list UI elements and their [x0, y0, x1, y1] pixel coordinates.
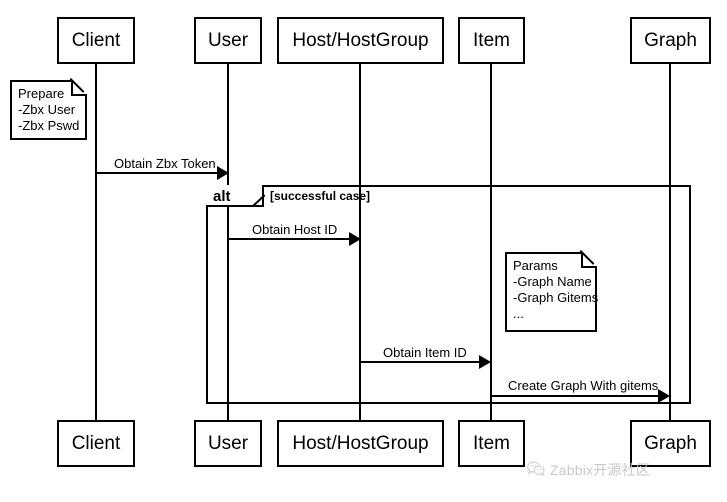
message-arrowhead-icon — [217, 166, 229, 180]
wechat-icon — [527, 461, 546, 479]
watermark: Zabbix开源社区 — [527, 460, 650, 480]
lifeline-foot-label-host: Host/HostGroup — [292, 433, 429, 454]
lifeline-head-label-graph: Graph — [644, 30, 697, 51]
lifeline-foot-host[interactable]: Host/HostGroup — [277, 420, 444, 467]
note-fold-corner-icon — [581, 252, 597, 268]
lifeline-stem-user — [227, 64, 229, 422]
message-label-obtain-host-id: Obtain Host ID — [252, 222, 338, 237]
message-arrowhead-icon — [349, 232, 361, 246]
alt-fragment-guard-label: [successful case] — [270, 189, 371, 203]
watermark-text: Zabbix开源社区 — [550, 462, 651, 478]
note-prepare: Prepare -Zbx User -Zbx Pswd — [10, 80, 87, 140]
lifeline-foot-label-graph: Graph — [644, 433, 697, 454]
alt-fragment-operator-label: alt — [206, 185, 264, 207]
message-line-obtain-zbx-token — [97, 172, 219, 174]
lifeline-head-graph[interactable]: Graph — [630, 17, 711, 64]
message-line-create-graph-with-gitems — [492, 395, 661, 397]
note-params: Params -Graph Name -Graph Gitems ... — [505, 252, 599, 332]
alt-fragment-frame — [206, 185, 691, 404]
message-line-obtain-item-id — [361, 361, 482, 363]
lifeline-foot-label-item: Item — [473, 433, 510, 454]
message-label-obtain-item-id: Obtain Item ID — [383, 345, 467, 360]
message-arrowhead-icon — [479, 355, 491, 369]
lifeline-stem-graph — [669, 64, 671, 422]
lifeline-head-label-host: Host/HostGroup — [292, 30, 429, 51]
lifeline-foot-user[interactable]: User — [194, 420, 262, 467]
lifeline-head-label-item: Item — [473, 30, 510, 51]
lifeline-head-label-client: Client — [71, 30, 121, 51]
message-arrowhead-icon — [658, 389, 670, 403]
note-fold-corner-icon — [71, 80, 87, 96]
lifeline-head-client[interactable]: Client — [57, 17, 135, 64]
note-prepare-text: Prepare -Zbx User -Zbx Pswd — [18, 86, 80, 133]
lifeline-head-user[interactable]: User — [194, 17, 262, 64]
lifeline-stem-item — [490, 64, 492, 422]
note-params-text: Params -Graph Name -Graph Gitems ... — [513, 258, 599, 321]
lifeline-foot-client[interactable]: Client — [57, 420, 135, 467]
lifeline-foot-label-user: User — [207, 433, 249, 454]
lifeline-head-item[interactable]: Item — [458, 17, 525, 64]
lifeline-foot-graph[interactable]: Graph — [630, 420, 711, 467]
lifeline-foot-item[interactable]: Item — [458, 420, 525, 467]
lifeline-head-label-user: User — [207, 30, 249, 51]
message-line-obtain-host-id — [229, 238, 351, 240]
lifeline-stem-client — [95, 64, 97, 422]
alt-operator-text: alt — [213, 188, 231, 205]
message-label-obtain-zbx-token: Obtain Zbx Token — [114, 156, 216, 171]
lifeline-head-host[interactable]: Host/HostGroup — [277, 17, 444, 64]
message-label-create-graph-with-gitems: Create Graph With gitems — [508, 378, 659, 393]
lifeline-foot-label-client: Client — [71, 433, 121, 454]
